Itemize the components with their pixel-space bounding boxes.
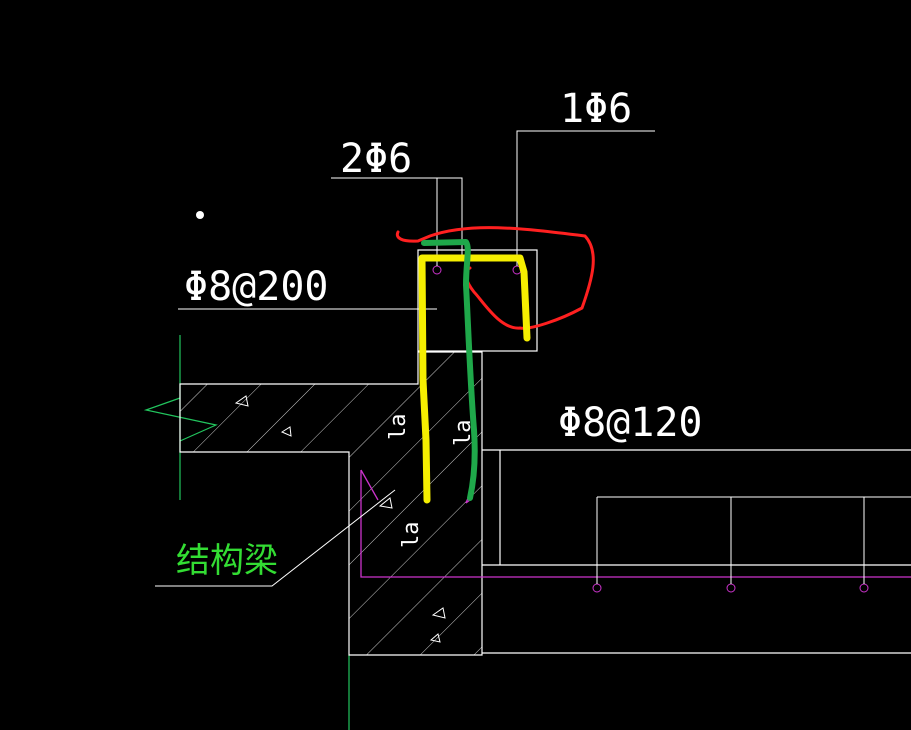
parapet-box [417,249,538,352]
stray-dot [196,211,204,219]
slab-rebar-verticals [596,496,911,584]
label-beam: 结构梁 [176,541,278,581]
markup-green-bar [421,239,478,501]
leader-lines [155,130,752,587]
label-side-bar: 2Φ6 [340,136,412,182]
label-slab-bar: Φ8@120 [558,400,703,446]
label-stirrup: Φ8@200 [184,264,329,310]
concrete-section [179,351,483,656]
la-label-lower: la [399,522,424,549]
label-top-bar: 1Φ6 [560,86,632,132]
markup-yellow-hook [418,254,531,504]
markup-red-loop [395,226,595,330]
aggregate-marks [234,395,446,643]
la-label-upper-left: la [386,414,411,441]
